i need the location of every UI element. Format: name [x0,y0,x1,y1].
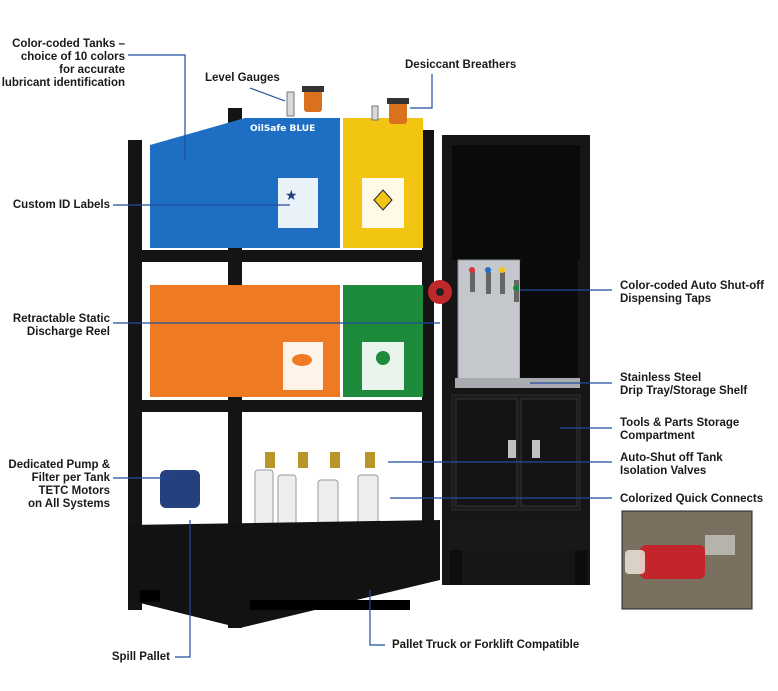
callout-storage-compartment: Tools & Parts Storage Compartment [620,417,740,442]
callout-quick-connects: Colorized Quick Connects [620,493,764,505]
callout-level-gauges: Level Gauges [205,72,280,84]
callout-spill-pallet: Spill Pallet [111,651,170,663]
callout-color-coded-tanks: Color-coded Tanks – choice of 10 colors … [1,38,125,89]
dispensing-taps [469,267,519,302]
callout-dispensing-taps: Color-coded Auto Shut-off Dispensing Tap… [620,280,764,305]
quick-connect-inset [621,510,753,610]
callout-drip-tray: Stainless Steel Drip Tray/Storage Shelf [620,372,748,397]
level-gauges [286,91,379,121]
storage-cabinet [442,135,590,585]
static-discharge-reel [428,280,452,304]
tank-green [343,285,423,397]
svg-text:★: ★ [285,187,298,203]
tank-blue: ★ OilSafe BLUE [150,118,340,248]
spill-pallet [128,520,440,628]
callout-desiccant-breathers: Desiccant Breathers [405,59,517,71]
tank-orange [150,285,340,397]
callout-pump-filter: Dedicated Pump & Filter per Tank TETC Mo… [8,459,110,510]
callout-pallet-compatible: Pallet Truck or Forklift Compatible [392,639,580,651]
callout-custom-id-labels: Custom ID Labels [12,199,110,211]
callout-lines [113,54,612,658]
tank-brand-blue: OilSafe BLUE [250,124,315,134]
callout-isolation-valves: Auto-Shut off Tank Isolation Valves [620,452,723,477]
callout-static-reel: Retractable Static Discharge Reel [12,313,110,338]
desiccant-breathers [302,86,409,124]
tank-yellow [343,118,423,248]
pump-and-filters [160,452,379,536]
